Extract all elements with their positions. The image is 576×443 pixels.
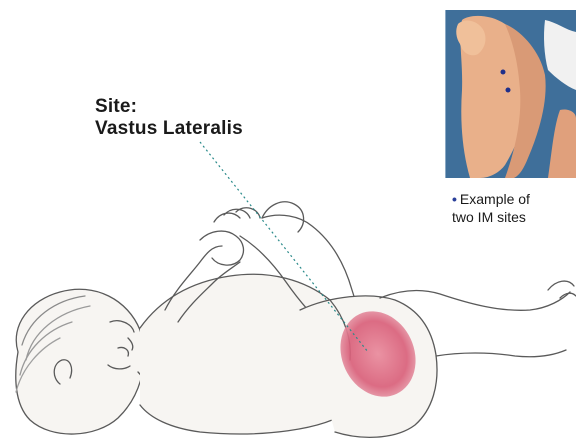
caption-line-2: two IM sites	[452, 208, 530, 226]
caption-bullet: •	[452, 191, 457, 207]
site-label-name: Vastus Lateralis	[95, 118, 243, 140]
caption-line-1: Example of	[460, 191, 530, 207]
inset-caption: •Example of two IM sites	[452, 190, 530, 226]
site-label: Site: Vastus Lateralis	[95, 96, 243, 140]
site-label-title: Site:	[95, 96, 243, 118]
infant-head	[16, 289, 144, 434]
inset-photo	[445, 10, 576, 178]
